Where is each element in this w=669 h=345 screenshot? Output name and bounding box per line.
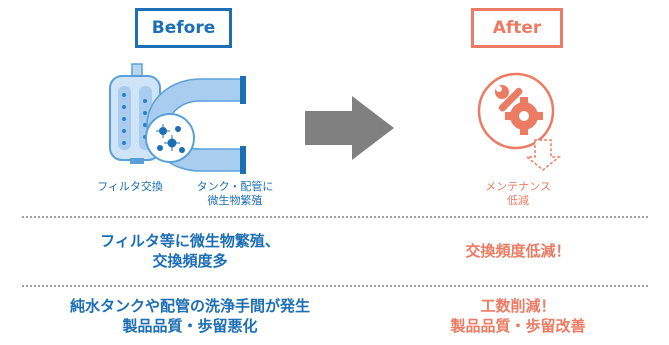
filter-caption: フィルタ交換 (97, 180, 163, 193)
maintenance-caption: メンテナンス 低減 (470, 180, 566, 208)
row1-before-text: フィルタ等に微生物繁殖、 交換頻度多 (30, 231, 350, 271)
row2-before-line1: 純水タンクや配管の洗浄手間が発生 (69, 297, 310, 315)
maintenance-caption-line2: 低減 (507, 194, 529, 207)
divider-bottom (22, 285, 648, 287)
row2-after-text: 工数削減！ 製品品質・歩留改善 (418, 296, 618, 336)
row1-before-line2: 交換頻度多 (152, 252, 228, 270)
maintenance-caption-line1: メンテナンス (485, 180, 551, 193)
row1-before-line1: フィルタ等に微生物繁殖、 (100, 232, 280, 250)
pipe-caption-line1: タンク・配管に (196, 180, 274, 193)
divider-top (22, 216, 648, 218)
pipe-caption: タンク・配管に 微生物繁殖 (182, 180, 288, 208)
row2-after-line1: 工数削減！ (480, 297, 556, 315)
row2-before-text: 純水タンクや配管の洗浄手間が発生 製品品質・歩留悪化 (20, 296, 360, 336)
row1-after-text: 交換頻度低減！ (418, 241, 618, 261)
row2-after-line2: 製品品質・歩留改善 (450, 317, 586, 335)
after-label: After (471, 8, 563, 48)
row2-before-line2: 製品品質・歩留悪化 (122, 317, 258, 335)
pipe-caption-line2: 微生物繁殖 (207, 194, 263, 207)
row1-after-line1: 交換頻度低減！ (465, 242, 571, 260)
before-label: Before (135, 8, 232, 48)
